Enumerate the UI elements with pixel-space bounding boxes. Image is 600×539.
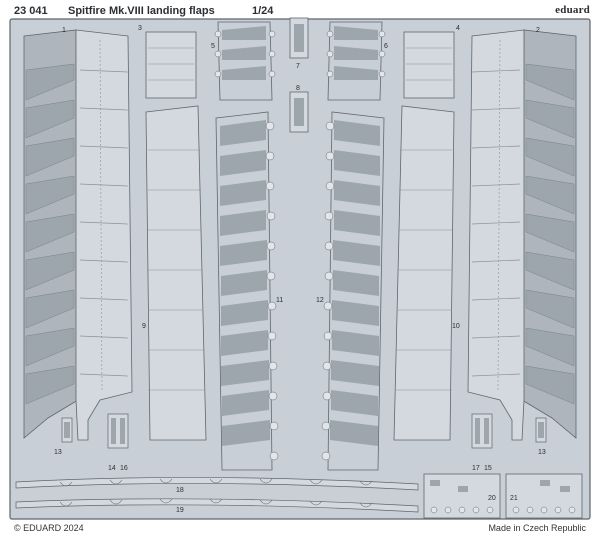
part-2-right-outer-flap	[467, 29, 577, 441]
scale-label: 1/24	[252, 5, 274, 17]
part-number: 20	[488, 495, 496, 502]
part-6-rib-strip	[326, 21, 386, 101]
part-number: 18	[176, 487, 184, 494]
part-7-tab	[289, 17, 309, 59]
part-number: 16	[120, 465, 128, 472]
part-number: 21	[510, 495, 518, 502]
part-1-left-outer-flap	[23, 29, 133, 441]
part-11-long-rib-strip	[215, 111, 279, 471]
part-number: 13	[538, 449, 546, 456]
sheet-title: Spitfire Mk.VIII landing flaps	[68, 5, 215, 17]
part-13-right-bracket	[535, 417, 547, 443]
copyright-notice: © EDUARD 2024	[14, 523, 84, 533]
part-number: 3	[138, 25, 142, 32]
part-number: 10	[452, 323, 460, 330]
part-number: 15	[484, 465, 492, 472]
part-number: 5	[211, 43, 215, 50]
part-5-rib-strip	[214, 21, 276, 101]
part-number: 13	[54, 449, 62, 456]
part-number: 6	[384, 43, 388, 50]
part-number: 17	[472, 465, 480, 472]
brand-logo: eduard	[555, 4, 590, 16]
origin-notice: Made in Czech Republic	[488, 523, 586, 533]
part-number: 9	[142, 323, 146, 330]
part-number: 14	[108, 465, 116, 472]
part-10-long-panel	[393, 105, 455, 441]
part-number: 2	[536, 27, 540, 34]
part-number: 1	[62, 27, 66, 34]
part-18-strip	[15, 477, 419, 491]
part-12-long-rib-strip	[321, 111, 385, 471]
part-number: 7	[296, 63, 300, 70]
part-number: 8	[296, 85, 300, 92]
part-4-upper-panel	[403, 31, 455, 99]
part-number-labels: 1 2 3 4 5 6 7 8 9 10 11 12 13 13 14 16 1…	[54, 25, 546, 514]
part-13-left-bracket	[61, 417, 73, 443]
part-3-upper-panel	[145, 31, 197, 99]
part-number: 19	[176, 507, 184, 514]
part-8-tab	[289, 91, 309, 133]
part-20-plate	[423, 473, 501, 519]
part-9-long-panel	[145, 105, 207, 441]
part-14-16-hinges	[107, 413, 129, 449]
part-21-plate	[505, 473, 583, 519]
part-19-strip	[15, 498, 419, 513]
part-number: 11	[276, 297, 283, 304]
part-number: 4	[456, 25, 460, 32]
part-number: 12	[316, 297, 324, 304]
part-17-15-hinges	[471, 413, 493, 449]
product-code: 23 041	[14, 5, 48, 17]
